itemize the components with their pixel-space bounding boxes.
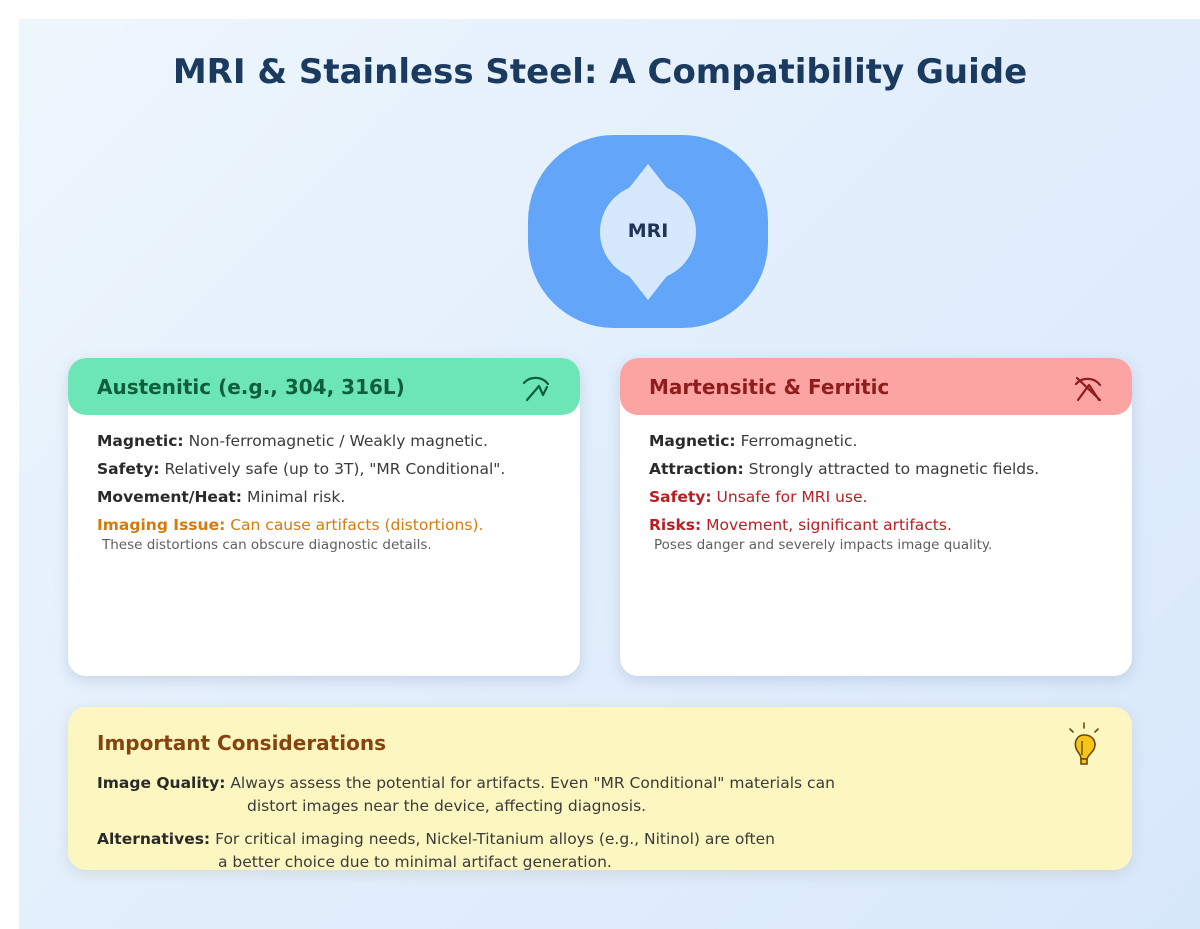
considerations-panel: Important Considerations Image Quality: … xyxy=(68,707,1132,871)
austenitic-card-body: Magnetic: Non-ferromagnetic / Weakly mag… xyxy=(97,432,567,553)
image-quality-item: Image Quality: Always assess the potenti… xyxy=(97,774,835,815)
martensitic-card-body: Magnetic: Ferromagnetic. Attraction: Str… xyxy=(649,432,1119,553)
martensitic-card-title: Martensitic & Ferritic xyxy=(649,375,890,399)
lightbulb-icon xyxy=(1069,722,1099,765)
magnet-crossed-icon xyxy=(1074,376,1102,402)
martensitic-note: Poses danger and severely impacts image … xyxy=(654,537,993,553)
austenitic-card-title: Austenitic (e.g., 304, 316L) xyxy=(97,375,405,399)
austenitic-note: These distortions can obscure diagnostic… xyxy=(102,537,432,553)
considerations-title: Important Considerations xyxy=(97,731,386,755)
austenitic-card: Austenitic (e.g., 304, 316L) Magnetic: N… xyxy=(68,358,580,676)
martensitic-safety-row: Safety: Unsafe for MRI use. xyxy=(649,488,868,506)
alternatives-item: Alternatives: For critical imaging needs… xyxy=(97,830,775,871)
page-title: MRI & Stainless Steel: A Compatibility G… xyxy=(172,52,1028,92)
magnet-icon xyxy=(522,376,550,402)
martensitic-risks-row: Risks: Movement, significant artifacts. xyxy=(649,516,952,534)
austenitic-safety-row: Safety: Relatively safe (up to 3T), "MR … xyxy=(97,460,506,478)
mri-label: MRI xyxy=(627,220,669,242)
austenitic-movement-row: Movement/Heat: Minimal risk. xyxy=(97,488,346,506)
martensitic-card-header: Martensitic & Ferritic xyxy=(620,358,1132,415)
martensitic-magnetic-row: Magnetic: Ferromagnetic. xyxy=(649,432,858,450)
martensitic-card: Martensitic & Ferritic Magnetic: Ferroma… xyxy=(620,358,1132,676)
austenitic-magnetic-row: Magnetic: Non-ferromagnetic / Weakly mag… xyxy=(97,432,488,450)
martensitic-attraction-row: Attraction: Strongly attracted to magnet… xyxy=(649,460,1040,478)
austenitic-imaging-row: Imaging Issue: Can cause artifacts (dist… xyxy=(97,516,484,534)
mri-scanner-icon xyxy=(528,135,768,328)
austenitic-card-header: Austenitic (e.g., 304, 316L) xyxy=(68,358,580,415)
